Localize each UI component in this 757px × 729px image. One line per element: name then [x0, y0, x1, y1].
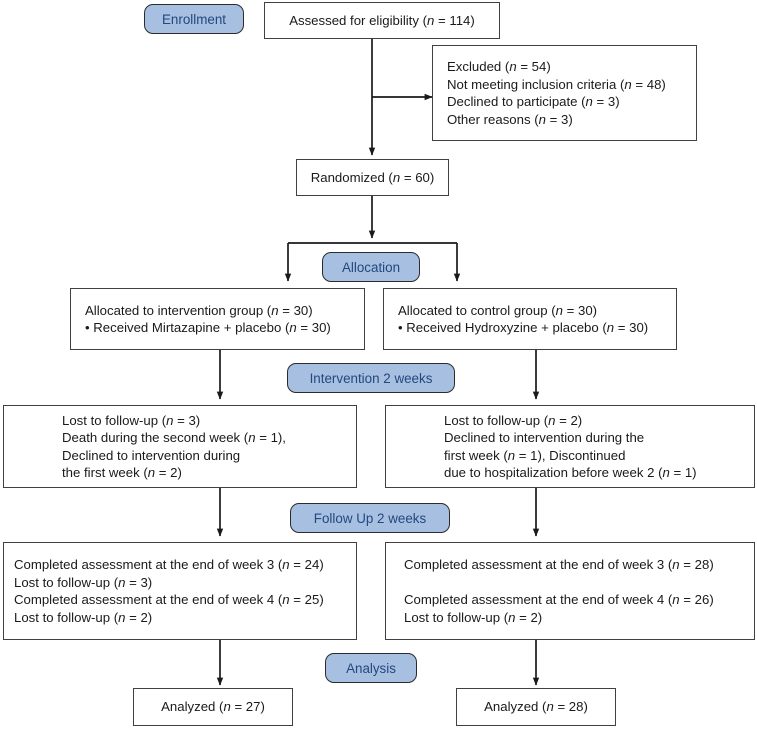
- box-assessment-intervention: Completed assessment at the end of week …: [3, 542, 357, 640]
- box-followup-intervention: Lost to follow-up (n = 3) Death during t…: [3, 405, 357, 488]
- box-line: Analyzed (n = 27): [161, 699, 265, 715]
- stage-badge-allocation[interactable]: Allocation: [322, 252, 420, 282]
- box-line: Declined to intervention during the: [444, 430, 645, 445]
- box-line: • Received Mirtazapine + placebo (n = 30…: [85, 320, 331, 335]
- box-line: Allocated to intervention group (n = 30): [85, 302, 313, 318]
- box-assessed-for-eligibility: Assessed for eligibility (n = 114): [264, 2, 500, 39]
- stage-label-allocation: Allocation: [341, 259, 401, 275]
- stage-label-followup: Follow Up 2 weeks: [313, 510, 427, 526]
- box-line: due to hospitalization before week 2 (n …: [444, 465, 697, 480]
- box-line: Lost to follow-up (n = 3): [62, 412, 201, 428]
- stage-badge-intervention[interactable]: Intervention 2 weeks: [287, 363, 455, 393]
- box-randomized: Randomized (n = 60): [296, 159, 449, 196]
- box-line: first week (n = 1), Discontinued: [444, 447, 626, 463]
- box-line: Analyzed (n = 28): [484, 699, 588, 715]
- box-line: Lost to follow-up (n = 2): [404, 609, 543, 625]
- stage-badge-enrollment[interactable]: Enrollment: [144, 4, 244, 34]
- stage-label-intervention: Intervention 2 weeks: [309, 370, 433, 386]
- box-line: Lost to follow-up (n = 2): [14, 609, 153, 625]
- box-line: Lost to follow-up (n = 2): [444, 412, 583, 428]
- box-line: Not meeting inclusion criteria (n = 48): [447, 76, 666, 92]
- box-analyzed-control: Analyzed (n = 28): [456, 688, 616, 726]
- box-line: Completed assessment at the end of week …: [404, 557, 714, 572]
- box-line: Death during the second week (n = 1),: [62, 430, 286, 445]
- stage-label-enrollment: Enrollment: [161, 11, 226, 27]
- box-line: Randomized (n = 60): [310, 169, 435, 185]
- box-line: Excluded (n = 54): [447, 59, 551, 74]
- box-allocated-intervention: Allocated to intervention group (n = 30)…: [70, 288, 365, 350]
- box-line: Allocated to control group (n = 30): [398, 302, 598, 318]
- box-line-blank: [404, 574, 746, 592]
- box-line: Declined to intervention during: [62, 447, 241, 463]
- box-line: • Received Hydroxyzine + placebo (n = 30…: [398, 320, 649, 335]
- box-followup-control: Lost to follow-up (n = 2) Declined to in…: [385, 405, 755, 488]
- box-line: Declined to participate (n = 3): [447, 94, 620, 109]
- stage-badge-analysis[interactable]: Analysis: [325, 653, 417, 683]
- box-line: Completed assessment at the end of week …: [404, 592, 714, 607]
- box-line: Assessed for eligibility (n = 114): [289, 12, 475, 28]
- box-line: Lost to follow-up (n = 3): [14, 574, 153, 590]
- box-line: Completed assessment at the end of week …: [14, 592, 324, 607]
- box-line: Completed assessment at the end of week …: [14, 557, 324, 572]
- box-allocated-control: Allocated to control group (n = 30) • Re…: [383, 288, 677, 350]
- box-assessment-control: Completed assessment at the end of week …: [385, 542, 755, 640]
- box-excluded: Excluded (n = 54) Not meeting inclusion …: [432, 45, 697, 141]
- box-line: Other reasons (n = 3): [447, 111, 573, 127]
- box-analyzed-intervention: Analyzed (n = 27): [133, 688, 293, 726]
- box-line: the first week (n = 2): [62, 465, 182, 480]
- stage-badge-followup[interactable]: Follow Up 2 weeks: [290, 503, 450, 533]
- stage-label-analysis: Analysis: [346, 660, 396, 676]
